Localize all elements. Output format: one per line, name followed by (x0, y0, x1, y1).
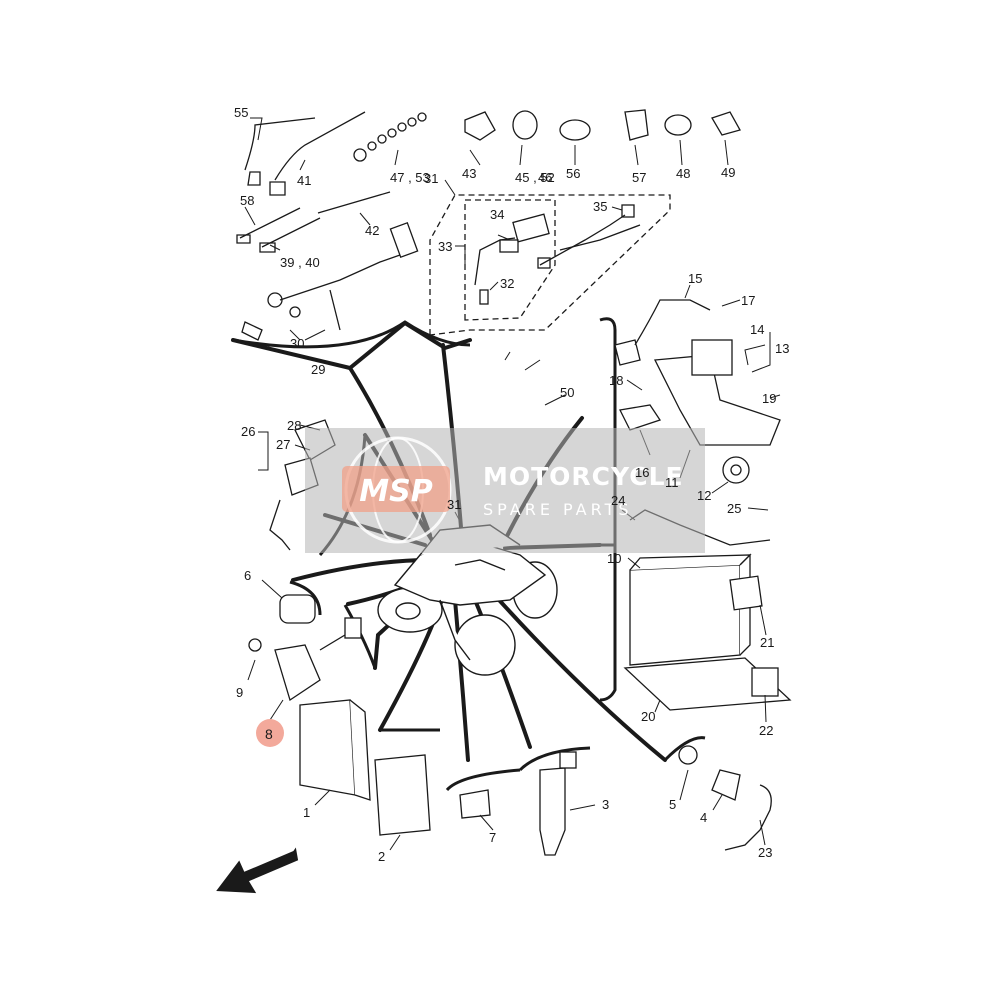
front-arrow-icon (216, 847, 299, 894)
part-label-26[interactable]: 26 (241, 424, 255, 439)
part-label-33[interactable]: 33 (438, 239, 452, 254)
part-label-48[interactable]: 50 (560, 385, 574, 400)
part-label-39-40[interactable]: 43 (462, 166, 476, 181)
part-label-7[interactable]: 7 (489, 830, 496, 845)
watermark-subtitle: SPARE PARTS (483, 500, 633, 519)
part-labels: 55 41 47 , 53 58 39 , 40 42 30 29 43 45 … (234, 105, 789, 864)
part-label-20[interactable]: 20 (641, 709, 655, 724)
part-label-36-51-54[interactable]: 41 (297, 173, 311, 188)
part-label-42[interactable]: 45 , 52 (515, 170, 555, 185)
bottom-parts (539, 745, 772, 856)
part-label-6[interactable]: 6 (244, 568, 251, 583)
part-label-32[interactable]: 32 (500, 276, 514, 291)
part-label-57[interactable]: 49 (721, 165, 735, 180)
dashed-harness-box (429, 194, 671, 336)
part-label-15[interactable]: 15 (688, 271, 702, 286)
top-row-parts (464, 109, 741, 141)
part-label-30[interactable]: 30 (290, 336, 304, 351)
part-label-46[interactable]: 57 (632, 170, 646, 185)
part-label-19[interactable]: 19 (762, 391, 776, 406)
selected-part-highlight (256, 719, 284, 747)
part-label-16[interactable]: 16 (635, 465, 649, 480)
part-label-12[interactable]: 12 (697, 488, 711, 503)
watermark: MSP MOTORCYCLE SPARE PARTS (305, 428, 705, 553)
part-label-9[interactable]: 9 (236, 685, 243, 700)
part-label-2[interactable]: 2 (378, 849, 385, 864)
part-label-41[interactable]: 58 (240, 193, 254, 208)
part-label-8[interactable]: 8 (265, 726, 273, 742)
part-label-10[interactable]: 10 (607, 551, 621, 566)
harness-sub-leads (236, 111, 427, 341)
atv-silhouette (377, 524, 558, 676)
part-label-25[interactable]: 25 (727, 501, 741, 516)
part-label-4[interactable]: 4 (700, 810, 707, 825)
part-label-58[interactable]: 42 (365, 223, 379, 238)
part-label-11[interactable]: 11 (665, 475, 679, 490)
part-label-37-38-44[interactable]: 55 (234, 105, 248, 120)
part-label-1[interactable]: 1 (303, 805, 310, 820)
part-label-47-53[interactable]: 39 , 40 (280, 255, 320, 270)
watermark-logo: MSP (359, 474, 432, 509)
part-label-18[interactable]: 18 (609, 373, 623, 388)
part-label-24[interactable]: 24 (611, 493, 625, 508)
part-label-14[interactable]: 14 (750, 322, 764, 337)
part-label-27[interactable]: 27 (276, 437, 290, 452)
part-label-3[interactable]: 3 (602, 797, 609, 812)
part-label-5[interactable]: 5 (669, 797, 676, 812)
part-label-35[interactable]: 35 (593, 199, 607, 214)
part-label-13[interactable]: 13 (775, 341, 789, 356)
part-label-31-center[interactable]: 31 (447, 497, 461, 512)
part-label-56[interactable]: 48 (676, 166, 690, 181)
part-label-55[interactable]: 47 , 53 (390, 170, 430, 185)
part-label-21[interactable]: 21 (760, 635, 774, 650)
part-label-17[interactable]: 17 (741, 293, 755, 308)
watermark-brand: MOTORCYCLE (483, 462, 684, 491)
part-label-23[interactable]: 23 (758, 845, 772, 860)
part-label-31-top[interactable]: 31 (424, 171, 438, 186)
part-label-28[interactable]: 28 (287, 418, 301, 433)
part-label-22[interactable]: 22 (759, 723, 773, 738)
part-label-43[interactable]: 46 (538, 170, 552, 185)
part-label-29[interactable]: 29 (311, 362, 325, 377)
part-label-34[interactable]: 34 (490, 207, 504, 222)
part-label-45-52[interactable]: 56 (566, 166, 580, 181)
